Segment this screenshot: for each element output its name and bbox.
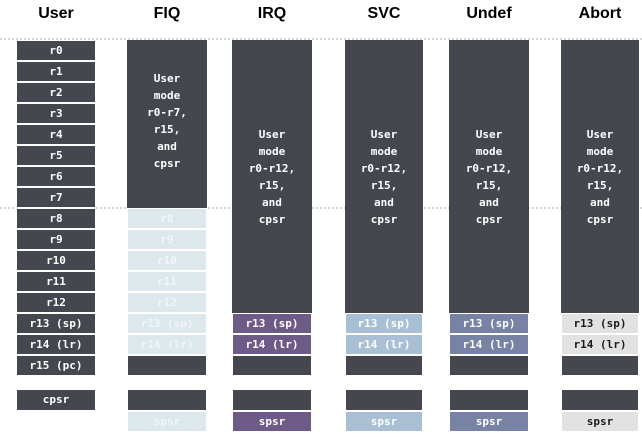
divider-middle [0, 207, 642, 209]
abort-cpsr-shared [561, 389, 639, 411]
abort-spsr: spsr [561, 411, 639, 432]
undef-cpsr-shared [449, 389, 529, 411]
user-register-r6: r6 [16, 166, 96, 187]
undef-banked-r13: r13 (sp) [449, 313, 529, 334]
user-register-r2: r2 [16, 82, 96, 103]
fiq-banked-r9: r9 [127, 229, 207, 250]
user-register-r4: r4 [16, 124, 96, 145]
fiq-shared-registers: User mode r0-r7, r15, and cpsr [127, 40, 207, 208]
fiq-r15-shared [127, 355, 207, 376]
header-user: User [38, 5, 74, 22]
svc-cpsr-shared [345, 389, 423, 411]
header-undef: Undef [466, 5, 512, 22]
abort-r15-shared [561, 355, 639, 376]
fiq-spsr: spsr [127, 411, 207, 432]
svc-r15-shared [345, 355, 423, 376]
user-register-r9: r9 [16, 229, 96, 250]
undef-banked-r14: r14 (lr) [449, 334, 529, 355]
header-abort: Abort [578, 5, 622, 22]
user-register-r7: r7 [16, 187, 96, 208]
user-register-r11: r11 [16, 271, 96, 292]
svc-shared-registers: User mode r0-r12, r15, and cpsr [345, 40, 423, 313]
user-register-r14: r14 (lr) [16, 334, 96, 355]
irq-banked-r13: r13 (sp) [232, 313, 312, 334]
divider-top [0, 38, 642, 40]
irq-r15-shared [232, 355, 312, 376]
fiq-banked-r13: r13 (sp) [127, 313, 207, 334]
user-register-r8: r8 [16, 208, 96, 229]
header-svc: SVC [367, 5, 401, 22]
irq-banked-r14: r14 (lr) [232, 334, 312, 355]
fiq-banked-r11: r11 [127, 271, 207, 292]
user-register-r1: r1 [16, 61, 96, 82]
user-register-r10: r10 [16, 250, 96, 271]
irq-shared-registers: User mode r0-r12, r15, and cpsr [232, 40, 312, 313]
user-register-r15: r15 (pc) [16, 355, 96, 376]
user-register-r3: r3 [16, 103, 96, 124]
header-irq: IRQ [257, 5, 287, 22]
fiq-banked-r8: r8 [127, 208, 207, 229]
svc-banked-r14: r14 (lr) [345, 334, 423, 355]
irq-spsr: spsr [232, 411, 312, 432]
fiq-banked-r14: r14 (lr) [127, 334, 207, 355]
user-register-r13: r13 (sp) [16, 313, 96, 334]
fiq-cpsr-shared [127, 389, 207, 411]
irq-cpsr-shared [232, 389, 312, 411]
header-fiq: FIQ [153, 5, 181, 22]
user-register-r5: r5 [16, 145, 96, 166]
undef-spsr: spsr [449, 411, 529, 432]
user-register-r12: r12 [16, 292, 96, 313]
user-cpsr: cpsr [16, 389, 96, 411]
fiq-banked-r10: r10 [127, 250, 207, 271]
abort-banked-r13: r13 (sp) [561, 313, 639, 334]
abort-banked-r14: r14 (lr) [561, 334, 639, 355]
user-register-r0: r0 [16, 40, 96, 61]
undef-r15-shared [449, 355, 529, 376]
fiq-banked-r12: r12 [127, 292, 207, 313]
abort-shared-registers: User mode r0-r12, r15, and cpsr [561, 40, 639, 313]
undef-shared-registers: User mode r0-r12, r15, and cpsr [449, 40, 529, 313]
svc-spsr: spsr [345, 411, 423, 432]
svc-banked-r13: r13 (sp) [345, 313, 423, 334]
